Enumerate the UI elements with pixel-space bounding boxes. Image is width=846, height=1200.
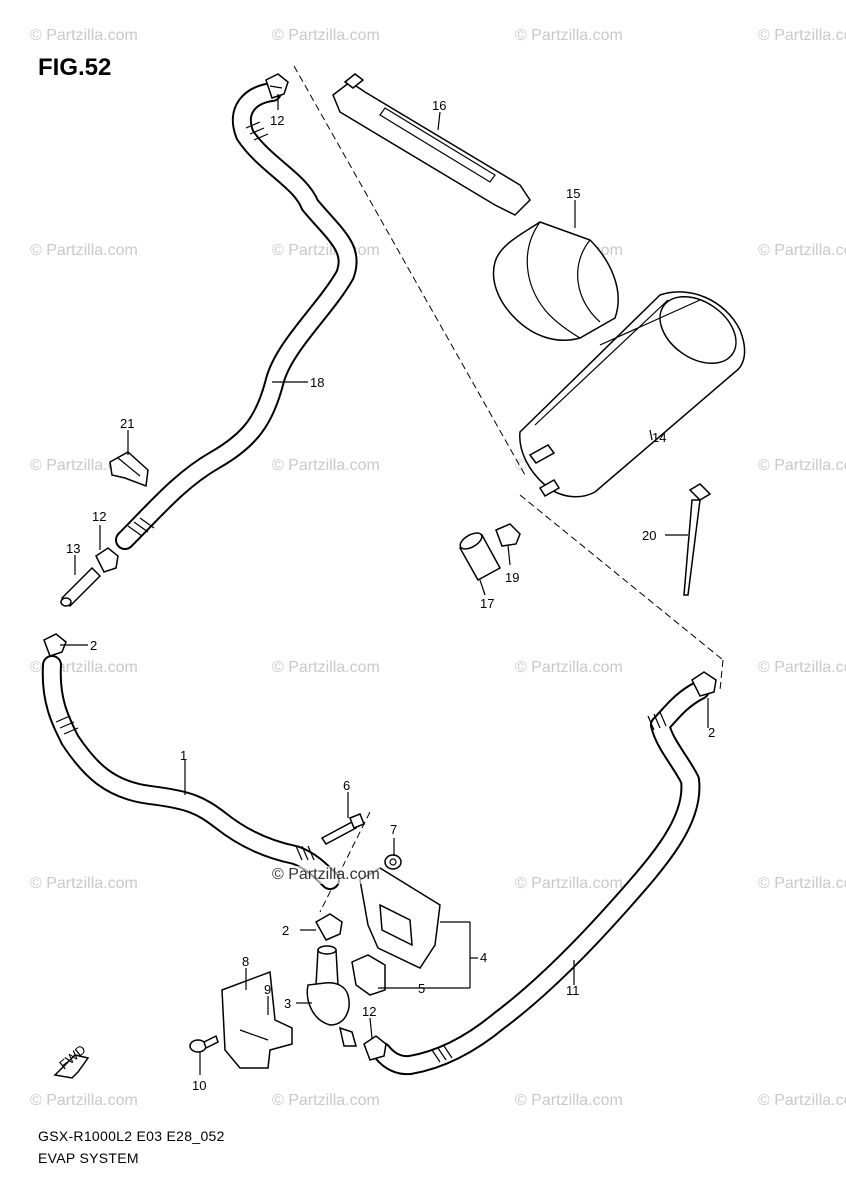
- canister-14[interactable]: [519, 283, 749, 498]
- figure-title: FIG.52: [38, 54, 112, 81]
- watermark: © Partzilla.com: [758, 457, 846, 474]
- watermark: © Partzilla.com: [272, 27, 380, 44]
- callout-10: 10: [192, 1078, 206, 1093]
- callout-6: 6: [343, 778, 350, 793]
- valve-3[interactable]: [306, 945, 357, 1047]
- watermark: © Partzilla.com: [30, 875, 138, 892]
- watermark: © Partzilla.com: [272, 457, 380, 474]
- watermark: © Partzilla.com: [758, 875, 846, 892]
- callout-11: 11: [566, 983, 580, 998]
- watermark: © Partzilla.com: [515, 1092, 623, 1109]
- watermark: © Partzilla.com: [515, 27, 623, 44]
- system-name: EVAP SYSTEM: [38, 1150, 139, 1166]
- callout-5: 5: [418, 981, 425, 996]
- callout-12: 12: [92, 509, 106, 524]
- bracket-16[interactable]: [332, 73, 531, 216]
- callout-18: 18: [310, 375, 324, 390]
- callout-9: 9: [264, 982, 271, 997]
- callout-3: 3: [284, 996, 291, 1011]
- watermark: © Partzilla.com: [515, 875, 623, 892]
- clamp-19[interactable]: [495, 523, 521, 547]
- callout-16: 16: [432, 98, 446, 113]
- bracket-5[interactable]: [351, 954, 386, 996]
- clamp-2-center[interactable]: [314, 913, 343, 941]
- bolt-6[interactable]: [320, 813, 365, 845]
- callout-4: 4: [480, 950, 487, 965]
- hose-18[interactable]: [115, 82, 358, 550]
- bracket-4[interactable]: [359, 867, 441, 969]
- watermark-layer: © Partzilla.com © Partzilla.com © Partzi…: [30, 27, 846, 1109]
- callout-2: 2: [708, 725, 715, 740]
- reference-line: [319, 811, 371, 913]
- leader-lines: [60, 94, 709, 1075]
- watermark: © Partzilla.com: [758, 27, 846, 44]
- reference-line: [719, 659, 724, 691]
- bolt-10[interactable]: [189, 1034, 219, 1053]
- callout-15: 15: [566, 186, 580, 201]
- callout-14: 14: [652, 430, 666, 445]
- center-watermark: © Partzilla.com: [272, 866, 380, 884]
- nut-7[interactable]: [384, 854, 402, 870]
- callout-17: 17: [480, 596, 494, 611]
- callout-13: 13: [66, 541, 80, 556]
- watermark: © Partzilla.com: [272, 1092, 380, 1109]
- tie-20[interactable]: [683, 483, 712, 596]
- watermark: © Partzilla.com: [30, 1092, 138, 1109]
- callout-20: 20: [642, 528, 656, 543]
- watermark: © Partzilla.com: [272, 242, 380, 259]
- callout-21: 21: [120, 416, 134, 431]
- watermark: © Partzilla.com: [758, 242, 846, 259]
- bracket-8-9[interactable]: [221, 970, 293, 1069]
- callout-2: 2: [90, 638, 97, 653]
- watermark: © Partzilla.com: [758, 659, 846, 676]
- callout-1: 1: [180, 748, 187, 763]
- clamp-12-top[interactable]: [265, 73, 289, 99]
- joint-13[interactable]: [60, 566, 102, 608]
- watermark: © Partzilla.com: [758, 1092, 846, 1109]
- hose-17[interactable]: [458, 530, 502, 582]
- watermark: © Partzilla.com: [272, 659, 380, 676]
- clamp-2-right[interactable]: [691, 671, 717, 697]
- watermark: © Partzilla.com: [30, 27, 138, 44]
- callout-19: 19: [505, 570, 519, 585]
- clamp-12-bottom[interactable]: [363, 1035, 387, 1061]
- callout-2: 2: [282, 923, 289, 938]
- fwd-arrow-icon: FWD: [53, 1042, 90, 1079]
- callout-numbers: 1 2 2 2 3 4 5 6 7 8 9 10 11 12 12 12 13 …: [66, 98, 715, 1093]
- watermark: © Partzilla.com: [30, 242, 138, 259]
- band-15[interactable]: [492, 221, 619, 341]
- model-code: GSX-R1000L2 E03 E28_052: [38, 1128, 225, 1144]
- callout-7: 7: [390, 822, 397, 837]
- reference-line: [293, 65, 526, 476]
- clamp-2-left[interactable]: [43, 633, 67, 657]
- hose-11[interactable]: [372, 680, 710, 1076]
- clamp-12-left[interactable]: [95, 547, 119, 573]
- callout-12: 12: [270, 113, 284, 128]
- callout-8: 8: [242, 954, 249, 969]
- callout-12: 12: [362, 1004, 376, 1019]
- hose-1[interactable]: [41, 655, 340, 890]
- watermark: © Partzilla.com: [515, 659, 623, 676]
